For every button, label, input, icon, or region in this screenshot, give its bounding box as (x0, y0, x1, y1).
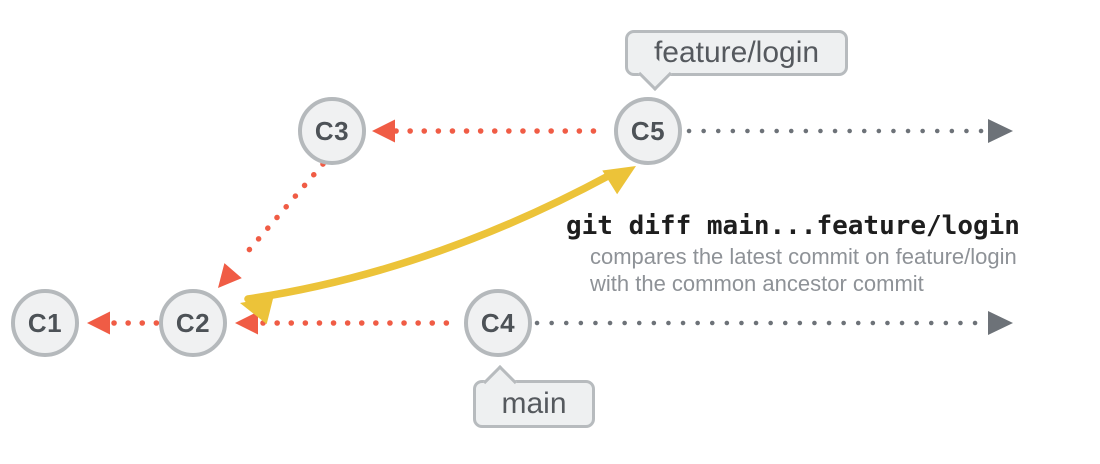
red-arrowhead-icon (218, 263, 242, 288)
commit-node-c4: C4 (464, 289, 532, 357)
dotted-line-feature-branch (686, 119, 1013, 143)
commit-label: C3 (314, 115, 350, 146)
dotted-link-c4-to-c2 (235, 311, 462, 335)
commit-node-c5: C5 (614, 97, 682, 165)
commit-label: C4 (480, 307, 516, 338)
git-command-text: git diff main...feature/login (566, 211, 1020, 241)
commit-node-c1: C1 (11, 289, 79, 357)
red-arrowhead-icon (372, 119, 395, 143)
gray-arrowhead-icon (988, 311, 1013, 335)
branch-label-feature-login: feature/login (625, 30, 848, 91)
dotted-link-c2-to-c1 (87, 311, 160, 335)
diff-annotation: git diff main...feature/login compares t… (566, 211, 1020, 297)
gray-arrowhead-icon (988, 119, 1013, 143)
red-arrowhead-icon (235, 311, 258, 335)
red-arrowhead-icon (87, 311, 110, 335)
description-line-1: compares the latest commit on feature/lo… (590, 244, 1017, 269)
description-line-2: with the common ancestor commit (590, 271, 924, 296)
commit-label: C1 (27, 307, 63, 338)
commit-label: C2 (175, 307, 211, 338)
commit-node-c2: C2 (159, 289, 227, 357)
dotted-line-main-branch (534, 311, 1013, 335)
branch-name: main (501, 387, 567, 420)
yellow-arrowhead-icon (240, 296, 274, 325)
branch-name: feature/login (653, 36, 820, 69)
branch-label-main: main (473, 365, 595, 428)
command-description: compares the latest commit on feature/lo… (590, 243, 1020, 297)
diff-comparison-arrow (240, 166, 636, 325)
dotted-link-c5-to-c3 (372, 119, 609, 143)
commit-node-c3: C3 (298, 97, 366, 165)
commit-label: C5 (630, 115, 666, 146)
yellow-arrowhead-icon (602, 166, 636, 195)
dotted-link-c3-to-c2 (218, 161, 326, 288)
